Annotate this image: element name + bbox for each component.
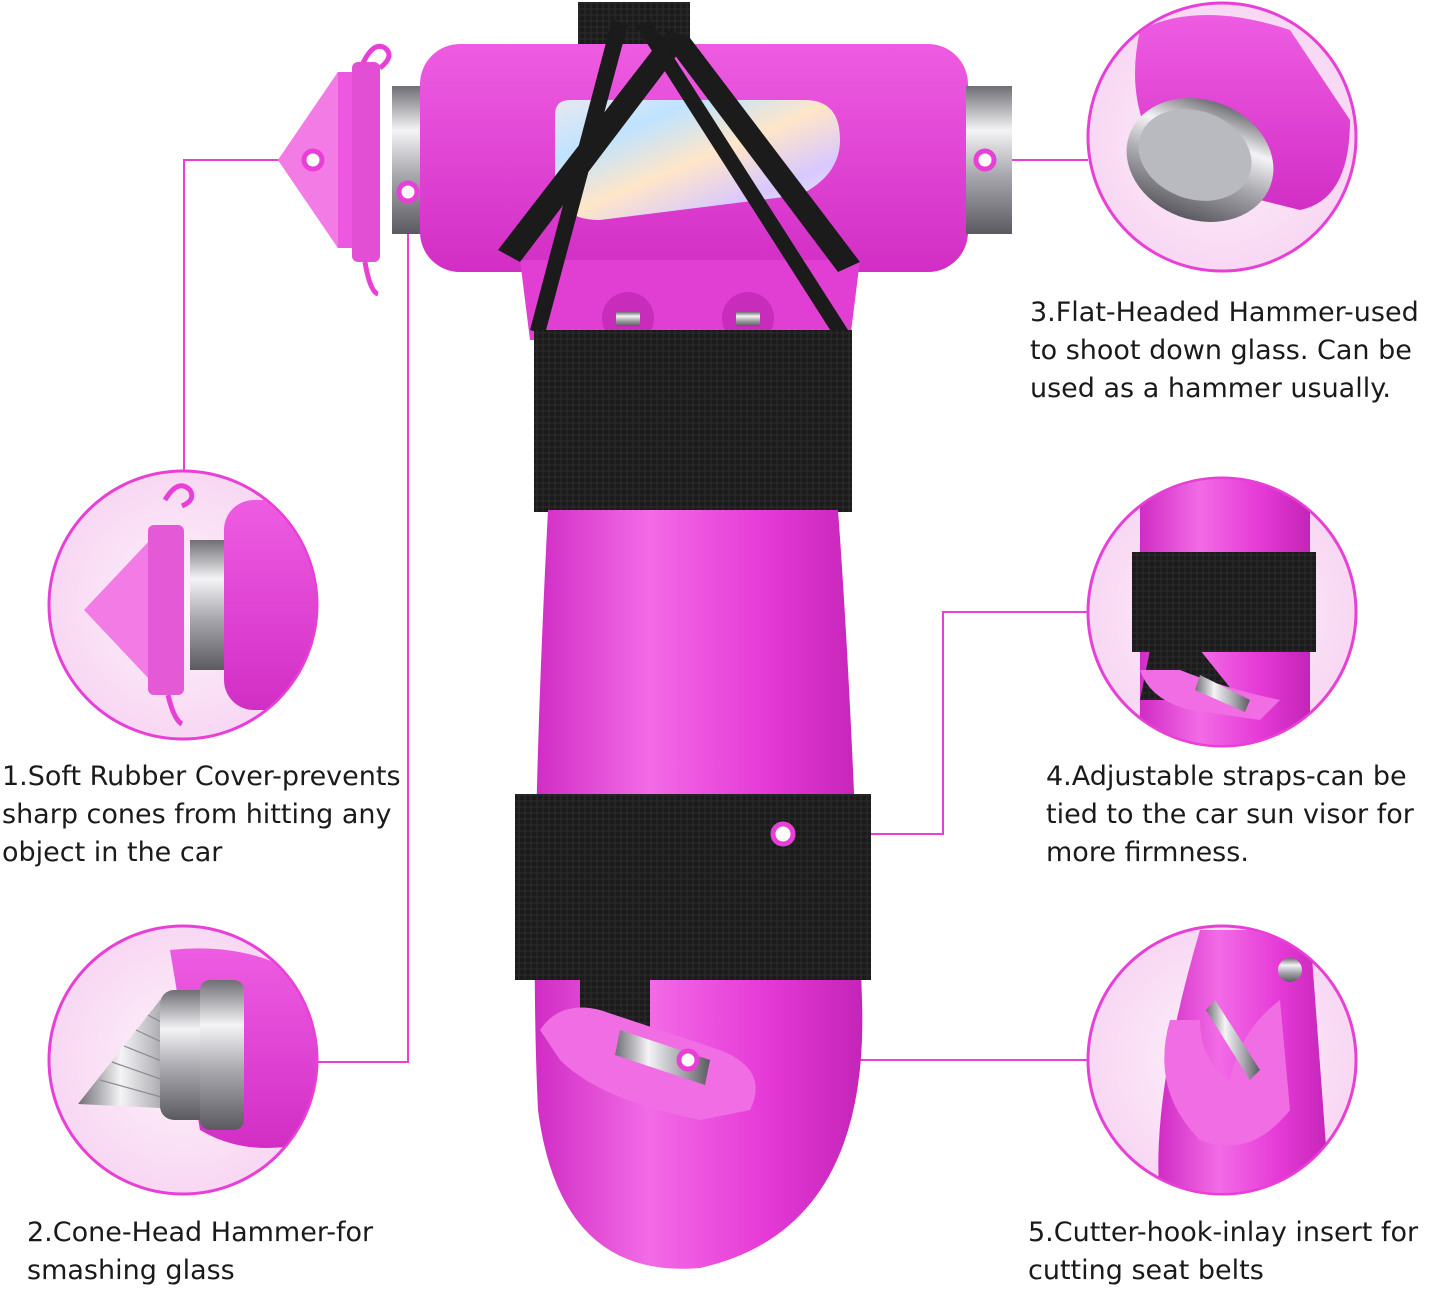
marker-cone-hammer [396, 180, 420, 204]
connector-cone-hammer [318, 192, 409, 1063]
connector-rubber-cover [183, 159, 313, 470]
feature-line: more firmness. [1046, 837, 1249, 868]
marker-rubber-cover [301, 148, 325, 172]
feature-cutter-hook-label: 5.Cutter-hook-inlay insert for cutting s… [1028, 1214, 1418, 1290]
feature-flat-hammer-label: 3.Flat-Headed Hammer-used to shoot down … [1030, 294, 1419, 408]
feature-line: 2.Cone-Head Hammer-for [27, 1217, 374, 1248]
feature-cone-hammer-label: 2.Cone-Head Hammer-for smashing glass [27, 1214, 373, 1290]
feature-rubber-cover-label: 1.Soft Rubber Cover-prevents sharp cones… [2, 758, 401, 872]
flat-hammer-icon [1086, 1, 1358, 273]
marker-strap [770, 821, 796, 847]
feature-line: cutting seat belts [1028, 1255, 1264, 1286]
feature-line: smashing glass [27, 1255, 235, 1286]
feature-line: used as a hammer usually. [1030, 373, 1391, 404]
strap-icon [1086, 476, 1358, 748]
feature-strap-label: 4.Adjustable straps-can be tied to the c… [1046, 758, 1414, 872]
marker-cutter [676, 1048, 700, 1072]
feature-line: 4.Adjustable straps-can be [1046, 761, 1407, 792]
cutter-hook-icon [1086, 924, 1358, 1196]
feature-line: 1.Soft Rubber Cover-prevents [2, 761, 401, 792]
emergency-hammer-tool [278, 2, 1012, 1269]
feature-line: sharp cones from hitting any [2, 799, 392, 830]
feature-line: to shoot down glass. Can be [1030, 335, 1412, 366]
marker-dots [301, 148, 997, 1072]
rubber-cover-icon [47, 469, 319, 741]
feature-line: object in the car [2, 837, 223, 868]
cone-hammer-icon [47, 924, 319, 1196]
feature-line: tied to the car sun visor for [1046, 799, 1414, 830]
feature-line: 5.Cutter-hook-inlay insert for [1028, 1217, 1419, 1248]
marker-flat-hammer [973, 148, 997, 172]
feature-line: 3.Flat-Headed Hammer-used [1030, 297, 1419, 328]
